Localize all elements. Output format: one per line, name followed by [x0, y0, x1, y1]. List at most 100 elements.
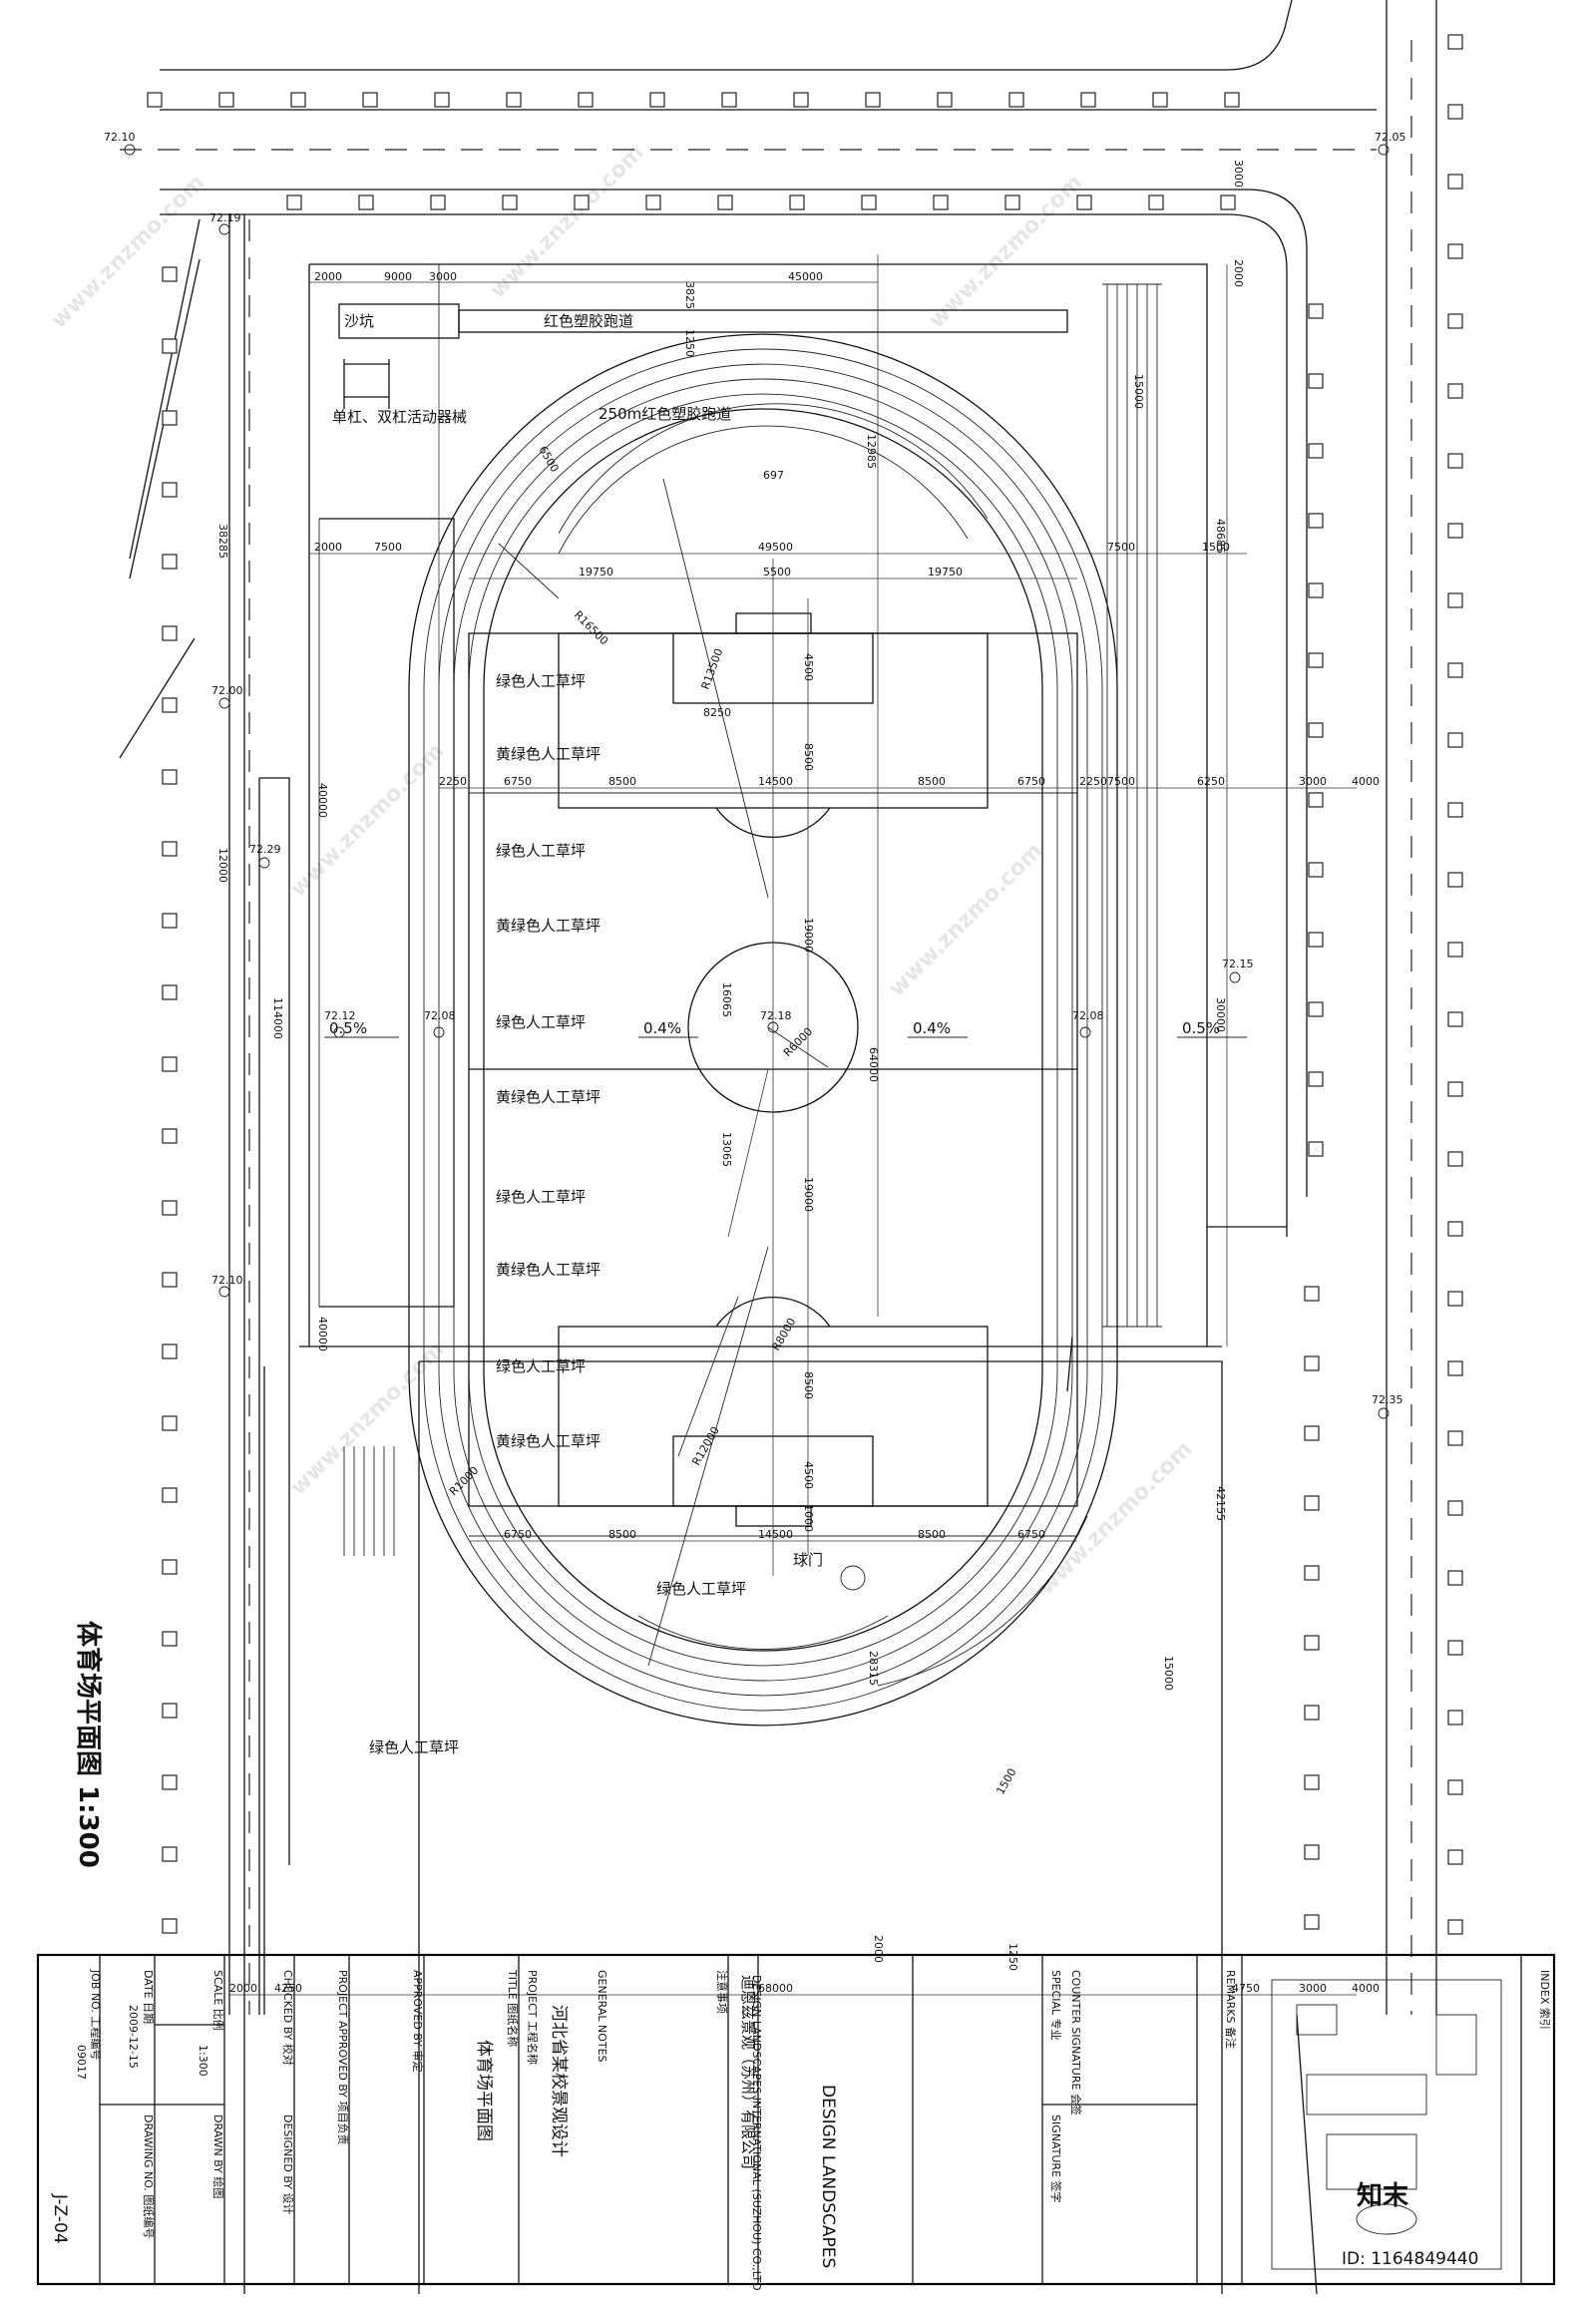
- tree-square: [1447, 243, 1463, 259]
- tree-square: [1447, 34, 1463, 50]
- tree-square: [162, 1128, 178, 1144]
- tree-square: [937, 92, 953, 108]
- dim-label: 12000: [216, 848, 229, 883]
- elevation-marker: [333, 1026, 345, 1038]
- tree-square: [1304, 1286, 1320, 1302]
- dim-label: 1000: [802, 1504, 815, 1532]
- tree-square: [1447, 313, 1463, 329]
- elevation-marker: [124, 144, 136, 156]
- turf-label: 绿色人工草坪: [496, 1013, 586, 1031]
- slope-label: 0.5%: [329, 1019, 367, 1037]
- dim-label: 1250: [683, 329, 696, 357]
- dim-label: 16065: [720, 982, 733, 1017]
- elevation-label: 72.00: [211, 684, 243, 697]
- dim-label: 6500: [536, 444, 561, 475]
- tree-square: [1304, 1914, 1320, 1930]
- key-plan-building: [1435, 2014, 1477, 2076]
- dim-label: 7500: [1107, 775, 1135, 788]
- runway-label: 红色塑胶跑道: [544, 312, 633, 330]
- tree-square: [362, 92, 378, 108]
- title-label: TITLE 图纸名称: [506, 1969, 520, 2047]
- key-plan-frame: [1271, 1979, 1502, 2270]
- drawn-label: DRAWN BY 绘图: [211, 2114, 225, 2198]
- key-plan-building: [1296, 2004, 1338, 2036]
- index-label: INDEX 索引: [1538, 1970, 1552, 2030]
- dim-label: R1000: [447, 1464, 481, 1498]
- dim-label: 40000: [316, 1317, 329, 1351]
- slope-label: 0.5%: [1182, 1019, 1220, 1037]
- tree-square: [162, 338, 178, 354]
- turf-label: 黄绿色人工草坪: [496, 745, 600, 763]
- dim-label: 1250: [1006, 1943, 1019, 1971]
- dim-label: 2000: [1232, 259, 1245, 287]
- company-cn: 迪恩兹景观（苏州）有限公司: [739, 1975, 757, 2169]
- dim-label: 15000: [1162, 1656, 1175, 1691]
- tree-square: [1447, 732, 1463, 748]
- sandpit-label: 沙坑: [344, 312, 374, 330]
- slope-label: 0.4%: [913, 1019, 951, 1037]
- tree-square: [1304, 1774, 1320, 1790]
- tree-square: [1447, 592, 1463, 608]
- tree-square: [793, 92, 809, 108]
- scale-label: SCALE 比例: [211, 1970, 225, 2031]
- tree-square: [1447, 1919, 1463, 1935]
- goal-label: 球门: [793, 1551, 823, 1569]
- dim-label: 6750: [504, 775, 532, 788]
- tree-square: [358, 194, 374, 210]
- tree-square: [649, 92, 665, 108]
- dim-label: 8500: [802, 1371, 815, 1399]
- tree-square: [1447, 1640, 1463, 1656]
- track-label: 250m红色塑胶跑道: [598, 405, 731, 423]
- tree-square: [162, 1487, 178, 1503]
- tree-square: [1447, 1151, 1463, 1167]
- tree-square: [162, 697, 178, 713]
- tree-square: [1447, 662, 1463, 678]
- tree-square: [218, 92, 234, 108]
- dim-label: 19750: [579, 566, 613, 578]
- tree-square: [1076, 194, 1092, 210]
- dim-label: 12985: [865, 434, 878, 469]
- title-value: 体育场平面图: [474, 2040, 494, 2141]
- checked-label: CHECKED BY 校对: [281, 1970, 295, 2066]
- tree-square: [1308, 303, 1324, 319]
- dim-label: 114000: [271, 997, 284, 1039]
- dim-label: 7500: [374, 541, 402, 554]
- tree-square: [1304, 1844, 1320, 1860]
- bottom-building: [243, 2014, 1318, 2295]
- tree-square: [162, 266, 178, 282]
- top-road: [120, 0, 1437, 2015]
- tree-square: [1308, 582, 1324, 598]
- watermark-id: ID: 1164849440: [1342, 2249, 1478, 2269]
- turf-label: 黄绿色人工草坪: [496, 1432, 600, 1450]
- tree-square: [721, 92, 737, 108]
- tree-square: [506, 92, 522, 108]
- tree-square: [162, 913, 178, 929]
- tree-square: [1304, 1705, 1320, 1721]
- tree-square: [1447, 1360, 1463, 1376]
- dim-label: 3000: [1232, 160, 1245, 188]
- dim-label: 8500: [918, 1528, 946, 1541]
- dim-label: 2000: [314, 541, 342, 554]
- elevation-marker: [1378, 1407, 1390, 1419]
- sheet-number: J-Z-04: [50, 2193, 70, 2244]
- dim-label: 40000: [316, 783, 329, 818]
- dim-label: 68000: [758, 1982, 793, 1995]
- tree-square: [502, 194, 518, 210]
- watermark-text: www.znzmo.com: [885, 838, 1048, 1001]
- dim-label: 8500: [608, 775, 636, 788]
- dim-label: 48685: [1214, 519, 1227, 554]
- dim-label: 3825: [683, 281, 696, 309]
- tree-square: [1304, 1495, 1320, 1511]
- turf-label: 绿色人工草坪: [656, 1580, 746, 1598]
- tree-square: [162, 482, 178, 498]
- dim-label: 15000: [1132, 374, 1145, 409]
- tree-square: [1447, 1570, 1463, 1586]
- tree-square: [162, 410, 178, 426]
- tree-square: [1308, 373, 1324, 389]
- dim-label: 13065: [720, 1132, 733, 1167]
- tree-square: [162, 984, 178, 1000]
- tree-square: [1447, 872, 1463, 888]
- remarks-label: REMARKS 备注: [1224, 1970, 1238, 2049]
- slope-labels: 0.5% 0.4% 0.4% 0.5%: [324, 1019, 1247, 1038]
- job-value: 09017: [75, 2045, 88, 2080]
